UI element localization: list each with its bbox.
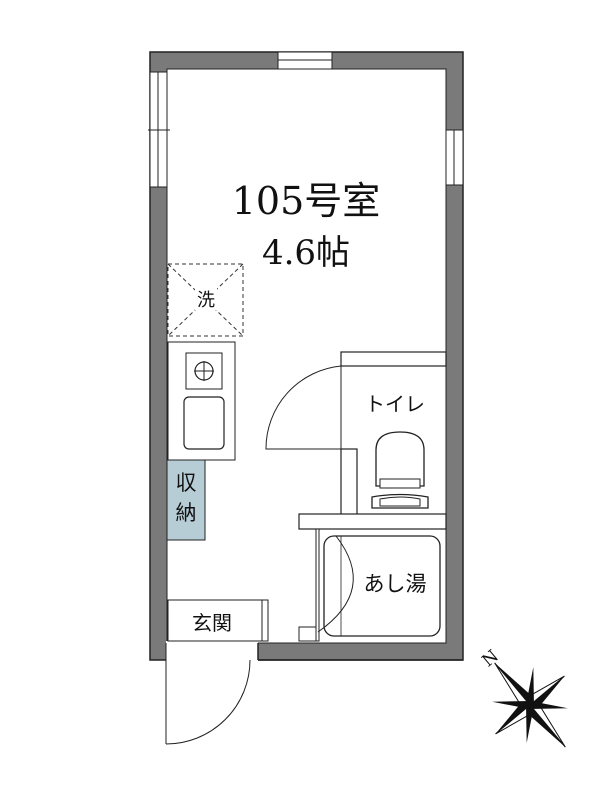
interior-walls [298,351,447,642]
top-window [277,51,333,70]
storage-label-1: 収 [176,471,197,495]
sink [183,396,225,450]
entrance-door [165,659,251,745]
washer-space: 洗 [167,263,244,337]
storage-closet: 収 納 [166,459,206,541]
bath-label: あし湯 [364,572,427,596]
toilet-fixture [371,431,429,509]
kitchen-counter [167,341,236,461]
storage-label-2: 納 [176,501,197,525]
washer-label: 洗 [197,290,215,311]
entrance-label: 玄関 [192,611,232,635]
entrance: 玄関 [167,599,269,642]
room-size: 4.6帖 [262,233,350,273]
room-name: 105号室 [232,179,381,223]
toilet-door [265,365,342,450]
toilet-label: トイレ [365,392,425,416]
right-window [445,129,464,186]
left-window [148,71,170,188]
bath-tub [317,535,441,637]
compass-rose [492,662,568,748]
